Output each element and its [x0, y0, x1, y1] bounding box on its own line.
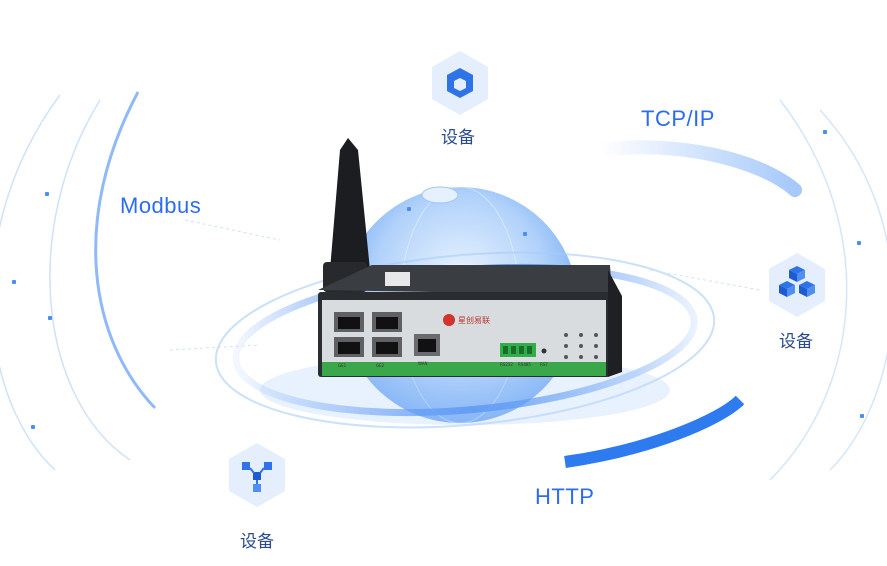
- decor-dot: [31, 425, 35, 429]
- port-label-wan: WAN: [418, 361, 427, 366]
- device-top-icon: [432, 51, 488, 115]
- decor-dot: [12, 280, 16, 284]
- decor-dot: [45, 192, 49, 196]
- decor-dot: [860, 414, 864, 418]
- port-label-rst: RST: [540, 362, 548, 367]
- device-left-label: 设备: [240, 532, 274, 552]
- brand-logo-icon: [443, 314, 455, 326]
- port-label-ge1: GE1: [338, 363, 347, 368]
- device-right-label: 设备: [779, 332, 813, 352]
- protocol-tcpip: TCP/IP: [641, 106, 715, 131]
- device-top-label: 设备: [441, 128, 475, 148]
- decor-dot: [48, 316, 52, 320]
- status-leds: [564, 333, 598, 359]
- port-label-rs232: RS232: [500, 362, 513, 367]
- protocol-modbus: Modbus: [120, 193, 202, 218]
- router-brand-text: 星创易联: [458, 315, 490, 325]
- decor-dot: [857, 241, 861, 245]
- port-label-rs485: RS485: [518, 362, 531, 367]
- decor-dot: [823, 130, 827, 134]
- ethernet-ports: [334, 312, 440, 357]
- decor-dot: [407, 207, 411, 211]
- protocol-http: HTTP: [535, 484, 595, 509]
- device-right-icon: [769, 253, 825, 317]
- terminal-block: [500, 343, 547, 357]
- device-left-icon: [229, 443, 285, 507]
- antenna-icon: [323, 138, 370, 292]
- port-label-ge2: GE2: [376, 363, 385, 368]
- decor-dot: [523, 232, 527, 236]
